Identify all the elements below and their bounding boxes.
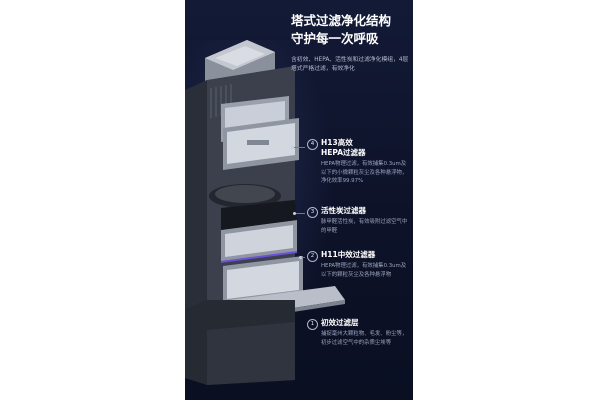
leader-line-3 [295,213,305,214]
feature-name: 活性炭过滤器 [321,206,366,215]
headline: 塔式过滤净化结构 守护每一次呼吸 [291,12,409,48]
leader-line-2 [301,257,305,258]
feature-number-badge: 1 [307,319,318,330]
feature-number-badge: 4 [307,139,318,150]
air-purifier-illustration [185,40,345,385]
feature-activated-carbon: 3 活性炭过滤器 脉甲醛活性炭，有效吸附过滤空气中的甲醛 [307,206,411,235]
feature-pre-filter: 1 初效过滤层 捕捉毫州大颗粒物、毛发、粉尘等，初步过滤空气中的杂质尘埃等 [307,318,411,347]
leader-dot-3 [293,212,296,215]
feature-description: HEPA物理过滤，有效捕集0.3um及以下的颗粒灰尘及各种悬浮物 [321,263,407,278]
feature-name-line-1: H13高效 [321,138,353,147]
feature-name: 初效过滤层 [321,318,359,327]
feature-name: H11中效过滤器 [321,250,376,259]
feature-description: 脉甲醛活性炭，有效吸附过滤空气中的甲醛 [321,219,408,234]
feature-h11-filter: 2 H11中效过滤器 HEPA物理过滤，有效捕集0.3um及以下的颗粒灰尘及各种… [307,250,411,279]
headline-line-2: 守护每一次呼吸 [291,31,379,46]
feature-hepa-h13: 4 H13高效 HEPA过滤器 HEPA物理过滤，有效捕集0.3um及以下的小微… [307,138,411,186]
subtitle: 含初效、HEPA、活性炭和过滤净化模组，4层塔式严格过滤，有效净化 [291,57,409,72]
product-poster: 塔式过滤净化结构 守护每一次呼吸 含初效、HEPA、活性炭和过滤净化模组，4层塔… [185,0,413,400]
headline-line-1: 塔式过滤净化结构 [291,13,392,28]
feature-number-badge: 2 [307,251,318,262]
leader-dot-2 [299,256,302,259]
leader-dot-4 [291,146,294,149]
feature-number-badge: 3 [307,207,318,218]
feature-name-line-2: HEPA过滤器 [321,148,366,157]
feature-description: HEPA物理过滤，有效捕集0.3um及以下的小微颗粒灰尘及各种悬浮物，净化效率9… [321,161,408,184]
leader-line-4 [293,147,305,148]
feature-description: 捕捉毫州大颗粒物、毛发、粉尘等，初步过滤空气中的杂质尘埃等 [321,331,408,346]
